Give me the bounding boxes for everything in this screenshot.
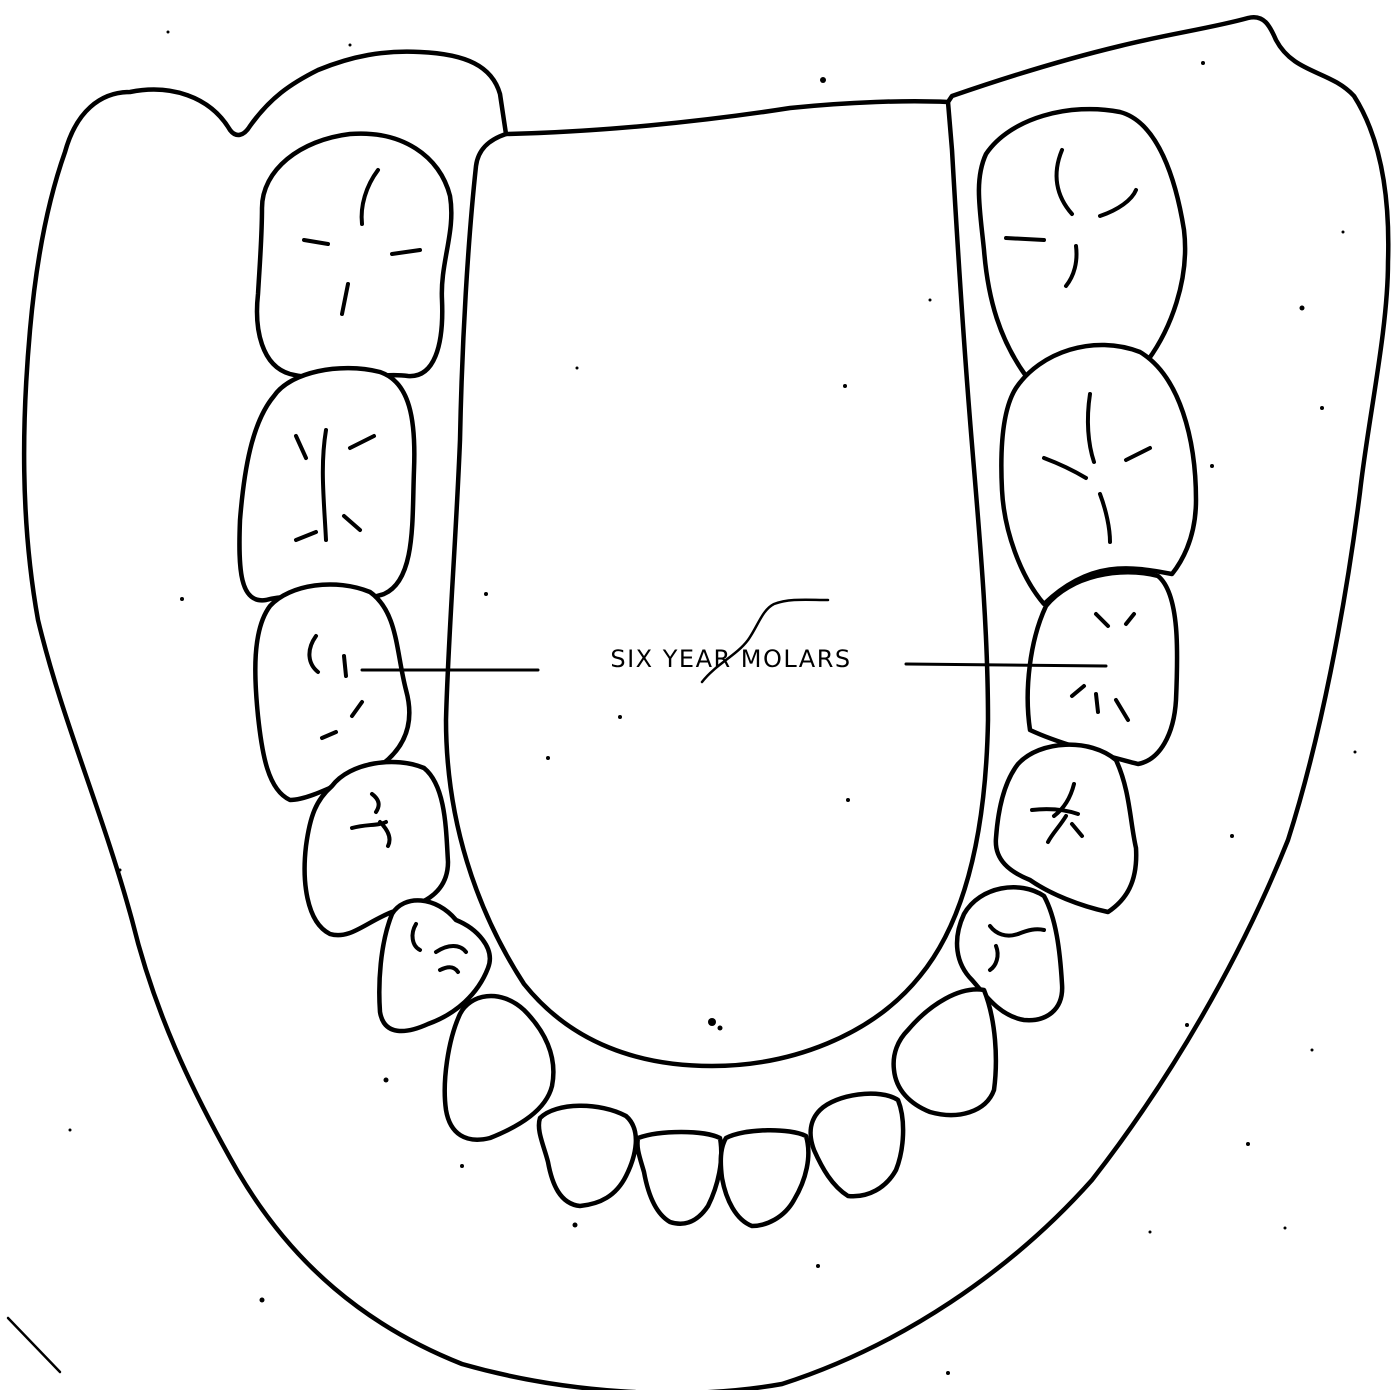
tooth-first-molar-left-upper bbox=[239, 368, 414, 600]
tooth-six-year-molar-right bbox=[1028, 572, 1177, 764]
tooth-canine-right bbox=[894, 989, 996, 1115]
tongue-outline bbox=[446, 102, 988, 1066]
leader-line-right bbox=[906, 664, 1106, 666]
tooth-second-molar-left bbox=[257, 134, 451, 378]
tooth-canine-left bbox=[445, 996, 554, 1140]
tooth-central-incisor-right bbox=[721, 1130, 809, 1226]
tooth-lateral-incisor-left bbox=[539, 1106, 636, 1206]
tooth-first-molar-right-upper bbox=[1001, 345, 1196, 604]
molar-callout: SIX YEAR MOLARS bbox=[362, 600, 1106, 682]
corner-scratch bbox=[8, 1318, 60, 1372]
tooth-lateral-incisor-right bbox=[811, 1094, 903, 1197]
tooth-central-incisor-left bbox=[637, 1132, 721, 1224]
six-year-molars-label: SIX YEAR MOLARS bbox=[610, 645, 851, 673]
tooth-second-molar-right bbox=[979, 109, 1185, 376]
